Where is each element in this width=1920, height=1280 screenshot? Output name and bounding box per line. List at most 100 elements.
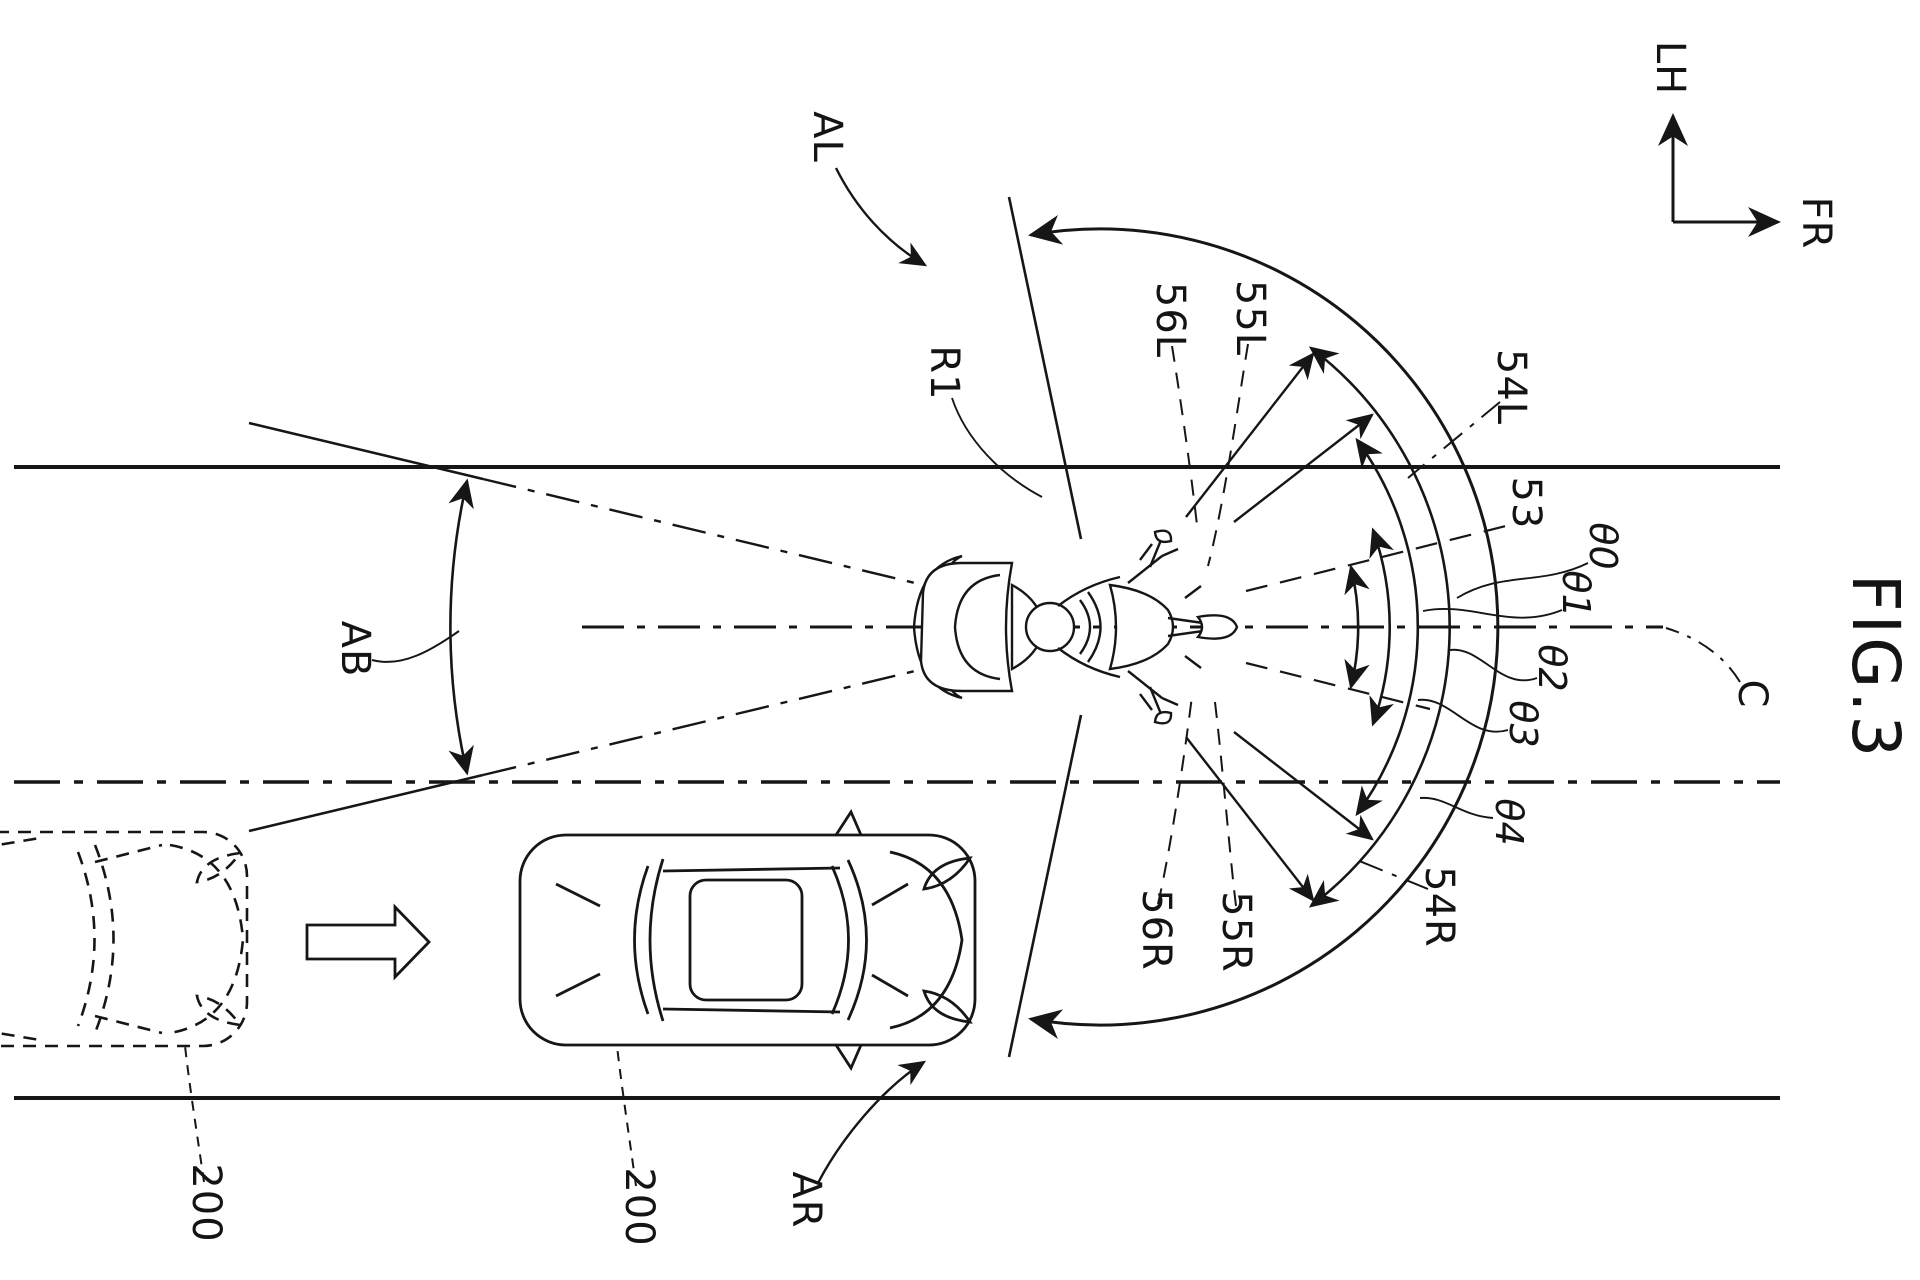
figure-title: FIG.3 [1837,574,1914,761]
phantom-hood [169,843,245,1035]
car-hood-line-top [871,882,909,907]
leader-200-left [184,1045,205,1183]
mirror-right [1153,710,1173,725]
label-theta0: θ0 [1581,522,1625,569]
front-wheel [1195,614,1239,640]
ar-leader-arrow [816,1060,927,1184]
theta2-leader [1449,649,1538,682]
car-mirror-top [834,809,863,836]
phantom-roof-line-top [0,836,41,846]
r1-leader [951,397,1043,498]
rear-detection-AB [248,421,945,833]
car-rear-window-inner [633,865,650,1015]
rider-arm-right [1057,647,1121,679]
phantom-windshield [93,844,115,1034]
fan-boundary-lower [1007,714,1083,1058]
ab-line-lower-solid [248,773,484,833]
mirror-stalk-left [1148,539,1163,568]
beam-axis-arrow-lower [1233,731,1374,841]
label-LH: LH [1647,41,1693,95]
car-hood [889,850,964,1030]
car-trunk-line-bottom [555,972,601,998]
sensor-spike-ul [1139,543,1153,561]
mirror-stalk-right [1148,686,1163,715]
arc-theta1-span [1344,564,1370,690]
grip-left [1161,547,1179,558]
leader-200-mid [616,1045,637,1187]
ab-leader [371,630,460,663]
theta4-leader [1419,797,1494,819]
car-windshield-inner [830,865,850,1015]
label-56R: 56R [1133,889,1179,971]
arc-55-span [1355,437,1420,817]
car-trunk-line-top [555,882,601,908]
al-leader-arrow [834,167,928,267]
label-54L: 54L [1488,349,1534,425]
label-AB: AB [332,621,378,678]
sensor-spike-lr [1184,655,1202,669]
windscreen-inner [1079,599,1092,655]
leader-54L [1407,401,1501,479]
figure-labels: AL R1 56L 55L 54L 53 θ0 θ1 θ2 θ3 θ4 54R … [183,41,1914,1247]
theta1-leader [1422,607,1563,619]
leader-55R [1213,693,1237,907]
phantom-apillar-bottom [94,1014,163,1035]
leader-55L [1207,343,1249,567]
travel-direction-arrow [305,903,431,981]
phantom-apillar-top [94,843,163,864]
rider-arm-left [1057,575,1121,607]
arc-theta0-span [1369,527,1394,727]
theta0-leader [1456,562,1589,599]
label-theta2: θ2 [1530,644,1574,691]
label-leaders [184,167,1741,1187]
car-rear-window [648,858,665,1022]
radius-arrow-R1-lower [1185,736,1315,902]
beam53-edge-lower-dashed [1245,661,1431,711]
beam53-edge-upper-dashed [1245,523,1511,593]
sensor-spike-ur [1184,585,1202,599]
car-phantom [0,830,249,1048]
tail-body [919,561,1014,693]
arc-54-span [1308,346,1451,908]
handlebar-right [1127,670,1163,699]
label-R1: R1 [921,345,967,400]
leader-56L [1171,345,1198,526]
rider-helmet [1024,601,1076,653]
label-55L: 55L [1227,280,1273,356]
road-lines [14,465,1780,1100]
label-54R: 54R [1416,866,1462,948]
car-mirror-bottom [834,1044,863,1071]
car-headlight-top [922,856,973,891]
car-sunroof [688,878,804,1002]
label-AR: AR [783,1171,829,1228]
radius-arrow-R1-upper [1185,352,1315,518]
phantom-body [0,830,249,1048]
beam-axis-arrow-upper [1233,413,1374,523]
label-200-mid: 200 [616,1167,662,1246]
grip-right [1161,696,1179,707]
car-headlight-bottom [922,989,973,1024]
label-200-left: 200 [183,1163,229,1242]
c-leader [1665,627,1741,683]
label-FR: FR [1793,197,1839,250]
label-56L: 56L [1147,282,1193,358]
ab-line-upper-solid [248,421,484,481]
detection-fan [1007,196,1511,1058]
label-53: 53 [1503,477,1549,530]
windscreen-outer [1087,591,1102,663]
car-body [518,833,977,1047]
label-theta3: θ3 [1501,700,1545,747]
fork-line-bottom [1167,629,1204,638]
label-C: C [1729,680,1775,709]
phantom-windshield-inner [76,851,96,1027]
car-roof-top [662,866,841,873]
mirror-left [1153,529,1173,544]
leader-56R [1157,695,1193,905]
phantom-roof-line-bottom [0,1032,41,1042]
phantom-headlight-top [195,851,243,884]
theta3-leader [1417,699,1509,733]
ab-line-upper-dashdot [482,477,945,592]
sensor-spike-ll [1139,693,1153,711]
car-hood-line-bottom [871,973,909,998]
fork-line-top [1167,616,1204,625]
